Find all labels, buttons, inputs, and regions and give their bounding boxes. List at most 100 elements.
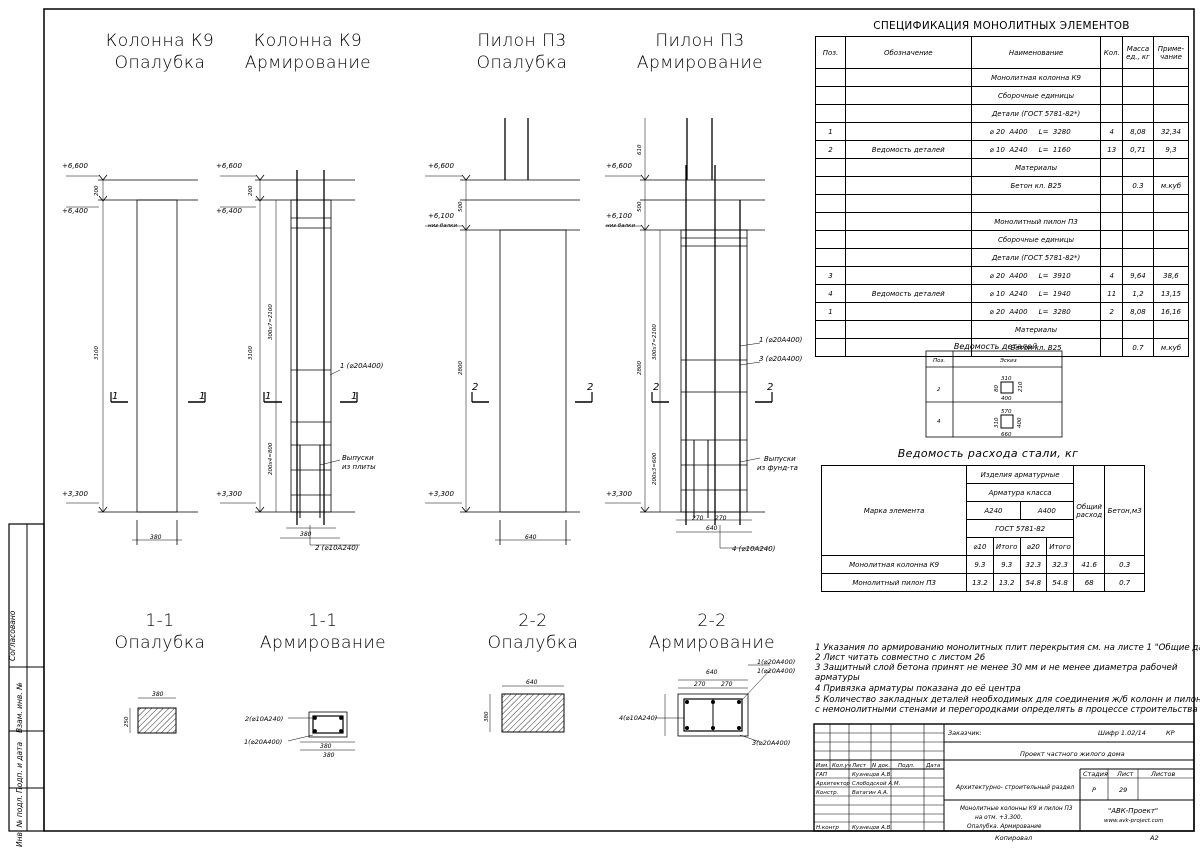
vypuski-fund-1: Выпуски — [764, 455, 796, 463]
tb-list: 29 — [1119, 786, 1127, 794]
tb-listov-h: Листов — [1150, 770, 1175, 778]
tb-cipher: Шифр 1.02/14 — [1098, 729, 1146, 737]
lvl-6600-a: +6,600 — [62, 162, 88, 170]
sec22-dim-640b: 640 — [706, 669, 718, 676]
steel-title: Ведомость расхода стали, кг — [897, 447, 1079, 460]
steel-cell: 13.2 — [966, 573, 994, 592]
sec11-dim-380: 380 — [152, 691, 164, 698]
steel-cell: 41.6 — [1072, 555, 1106, 574]
steel-h-mark: Марка элемента — [820, 465, 968, 556]
callout-1-p3: 1 (⌀20А400) — [759, 336, 803, 344]
sec22-formwork — [489, 685, 565, 733]
dim-200x4-a: 200х4=800 — [268, 442, 274, 475]
tb-section: Архитектурно- строительный раздел — [955, 784, 1074, 791]
dim-300x7-b: 300х7=2100 — [652, 324, 658, 360]
lvl-6400-b: +6,400 — [216, 207, 242, 215]
tb-kopiroval: Копировал — [995, 834, 1032, 842]
tb-kr: КР — [1166, 729, 1175, 737]
sec11-reinforcement — [287, 711, 355, 751]
cut-2-right: 2 — [587, 382, 593, 393]
dim-3100-b: 3100 — [248, 346, 254, 360]
dim-270-a: 270 — [692, 515, 704, 522]
sec22-callout-3: 3(⌀20А400) — [752, 739, 790, 747]
details-pos-2: 2 — [937, 387, 941, 393]
tb-sheet-title-2: на отм. +3.300. — [975, 815, 1023, 821]
sec22-reinforcement — [655, 664, 771, 743]
details-2-side: 210 — [1018, 381, 1024, 392]
sec11-dim-380c: 380 — [323, 752, 335, 759]
spec-cell: Бетон кл. В25 — [970, 338, 1102, 357]
tb-list-h: Лист — [1116, 770, 1134, 778]
sec11-formwork — [129, 697, 177, 734]
spec-h-designation: Обозначение — [844, 36, 972, 69]
tb-stage-h: Стадия — [1083, 770, 1108, 778]
dim-200x3: 200х3=600 — [652, 452, 658, 485]
sec22-callout-1a: 1(⌀20А400) — [757, 658, 795, 666]
dim-640-a: 640 — [525, 534, 537, 541]
tb-col-podp: Подп. — [898, 763, 915, 769]
callout-3-p3: 3 (⌀20А400) — [759, 355, 803, 363]
dim-380-a: 380 — [150, 534, 162, 541]
tb-sheet-title-1: Монолитные колонны К9 и пилон П3 — [960, 806, 1073, 812]
tb-stage: Р — [1092, 786, 1096, 794]
p3-formwork-elevation — [425, 118, 593, 545]
vypuski-plity-1: Выпуски — [342, 454, 374, 462]
lvl-6600-d: +6,600 — [606, 162, 632, 170]
details-2-left: 80 — [994, 385, 1000, 392]
details-4-left: 310 — [994, 417, 1000, 428]
tb-col-data: Дата — [925, 763, 941, 769]
sec22-dim-270a: 270 — [694, 681, 706, 688]
details-h-pos: Поз. — [933, 358, 945, 364]
tb-format: А2 — [1149, 834, 1159, 842]
note-5b: с немонолитными стенами и перегородками … — [815, 705, 1198, 715]
spec-table-title: СПЕЦИФИКАЦИЯ МОНОЛИТНЫХ ЭЛЕМЕНТОВ — [873, 20, 1130, 32]
sec11-dim-250: 250 — [124, 716, 130, 727]
steel-cell: 68 — [1072, 573, 1106, 592]
note-4: 4 Привязка арматуры показана до её центр… — [815, 684, 1021, 694]
note-3: 3 Защитный слой бетона принят не менее 3… — [815, 663, 1178, 673]
lvl-6100-sub-c: низ балки — [428, 223, 457, 229]
cut-1-left-b: 1 — [265, 391, 271, 402]
lvl-6600-b: +6,600 — [216, 162, 242, 170]
callout-1-k9: 1 (⌀20А400) — [340, 362, 384, 370]
cut-1-left: 1 — [112, 391, 118, 402]
tb-role-nkontr: Н.контр — [816, 825, 839, 831]
spec-row: Детали (ГОСТ 5781-82*) — [815, 248, 1190, 267]
note-3b: арматуры — [815, 673, 860, 683]
note-2: 2 Лист читать совместно с листом 26 — [815, 653, 986, 663]
details-table: Поз. Эскиз 2 310 210 80 400 4 570 400 31… — [925, 350, 1063, 438]
lvl-6600-c: +6,600 — [428, 162, 454, 170]
cut-2-left: 2 — [472, 382, 478, 393]
spec-row: Монолитная колонна К9 — [815, 68, 1190, 87]
callout-2-k9: 2 (⌀10А240) — [315, 544, 359, 552]
spec-cell: ⌀ 20 А400 L= 3280 — [970, 122, 1102, 141]
sec22-callout-1b: 1(⌀20А400) — [757, 667, 795, 675]
spec-row: Монолитный пилон П3 — [815, 212, 1190, 231]
lvl-6400-a: +6,400 — [62, 207, 88, 215]
spec-row: Сборочные единицы — [815, 86, 1190, 105]
lvl-3300-c: +3,300 — [428, 490, 454, 498]
steel-cell: 54.8 — [1019, 573, 1048, 592]
dim-2800-a: 2800 — [458, 361, 464, 375]
details-2-bottom: 400 — [1001, 396, 1012, 402]
cut-1-right-b: 1 — [351, 391, 357, 402]
details-4-top: 570 — [1001, 409, 1012, 415]
tb-col-izm: Изм. — [816, 763, 829, 769]
sec11-callout-2: 2(⌀10А240) — [245, 715, 283, 723]
callout-4-p3: 4 (⌀10А240) — [732, 545, 776, 553]
dim-500-b: 500 — [637, 201, 643, 212]
spec-row: Сборочные единицы — [815, 230, 1190, 249]
steel-cell: 0.7 — [1104, 573, 1145, 592]
cut-1-right: 1 — [199, 391, 205, 402]
tb-col-koluch: Кол.уч — [832, 763, 852, 769]
